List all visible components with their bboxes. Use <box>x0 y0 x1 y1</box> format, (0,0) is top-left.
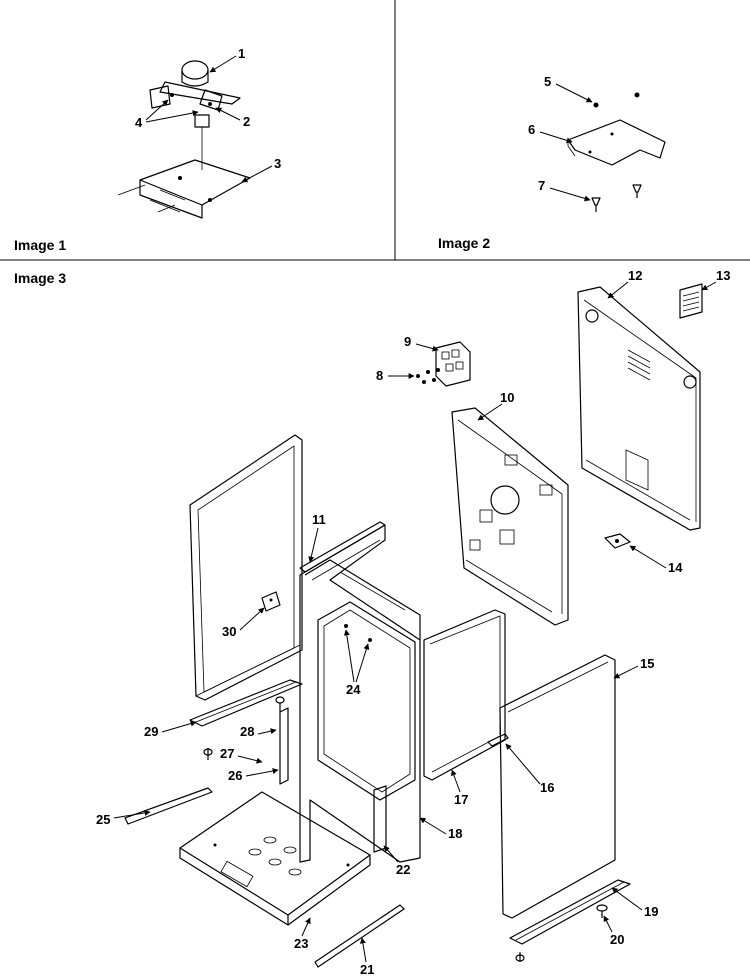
leader-19 <box>611 887 643 911</box>
leader-23 <box>301 917 311 937</box>
leader-26 <box>245 768 279 777</box>
leader-21 <box>359 937 367 963</box>
callout-3: 3 <box>274 156 281 171</box>
callout-28: 28 <box>240 724 254 739</box>
part-rail-25 <box>124 787 213 825</box>
leader-27 <box>237 755 263 764</box>
callout-29: 29 <box>144 724 158 739</box>
callout-10: 10 <box>500 390 514 405</box>
callout-13: 13 <box>716 268 730 283</box>
callout-25: 25 <box>96 812 110 827</box>
part-back-panel-12 <box>577 286 701 531</box>
leader-30 <box>239 607 265 631</box>
leader-24b <box>355 643 370 683</box>
image-1-parts: 1 2 3 4 <box>117 46 281 219</box>
leader-9 <box>415 343 439 352</box>
leader-3 <box>241 165 273 183</box>
leader-6 <box>539 131 573 144</box>
leader-14 <box>629 545 667 569</box>
leader-11 <box>308 527 319 563</box>
callout-21: 21 <box>360 962 374 977</box>
part-valve-assembly <box>149 60 241 170</box>
leader-28 <box>257 728 277 735</box>
callout-12: 12 <box>628 268 642 283</box>
panel-title-2: Image 2 <box>438 235 490 251</box>
callout-7: 7 <box>538 178 545 193</box>
leader-16 <box>505 743 541 785</box>
leader-18 <box>419 817 447 835</box>
part-front-frame-18 <box>299 524 421 863</box>
leader-17 <box>451 769 461 793</box>
leader-4a <box>145 99 169 121</box>
leader-15 <box>613 665 639 679</box>
part-side-panel-17 <box>423 609 506 781</box>
part-screws-8 <box>416 368 440 384</box>
callout-17: 17 <box>454 792 468 807</box>
leader-2 <box>215 107 241 121</box>
callout-5: 5 <box>544 74 551 89</box>
part-cover-plate-6 <box>567 119 666 166</box>
callout-19: 19 <box>644 904 658 919</box>
part-screws-24 <box>344 624 372 642</box>
callout-8: 8 <box>376 368 383 383</box>
callout-16: 16 <box>540 780 554 795</box>
leader-24a <box>343 629 355 683</box>
part-rail-29 <box>189 679 303 727</box>
leader-10 <box>477 403 503 421</box>
part-base-pan-23 <box>179 791 371 926</box>
leader-13 <box>701 281 717 291</box>
panel-title-3: Image 3 <box>14 270 66 286</box>
back-panel-vents <box>627 349 651 381</box>
part-screw-5 <box>593 92 640 108</box>
callout-18: 18 <box>448 826 462 841</box>
leader-7 <box>549 187 591 202</box>
leader-20 <box>603 915 613 933</box>
callout-9: 9 <box>404 334 411 349</box>
leader-4b <box>145 110 199 123</box>
callout-27: 27 <box>220 746 234 761</box>
part-bracket-3 <box>117 159 251 219</box>
part-switch-30 <box>261 591 281 612</box>
callout-30: 30 <box>222 624 236 639</box>
callout-15: 15 <box>640 656 654 671</box>
callout-26: 26 <box>228 768 242 783</box>
callout-14: 14 <box>668 560 683 575</box>
callout-6: 6 <box>528 122 535 137</box>
part-top-trim-11 <box>299 521 386 573</box>
callout-23: 23 <box>294 936 308 951</box>
part-bracket-22 <box>373 785 387 853</box>
part-screw-7 <box>591 184 642 212</box>
leader-25 <box>113 809 151 819</box>
part-bracket-26 <box>279 707 289 785</box>
callout-4: 4 <box>135 115 143 130</box>
leader-29 <box>161 720 197 733</box>
part-foot-20 <box>515 904 608 962</box>
leader-1 <box>209 55 237 73</box>
part-rear-wall-10 <box>451 407 569 626</box>
part-terminal-block-9 <box>435 341 471 387</box>
callout-24: 24 <box>346 682 361 697</box>
part-clip-14 <box>604 533 631 549</box>
part-rail-21 <box>314 904 405 968</box>
callout-1: 1 <box>238 46 245 61</box>
part-rail-19 <box>509 879 631 945</box>
callout-22: 22 <box>396 862 410 877</box>
image-3-parts: 8 9 10 11 12 13 14 15 16 17 18 19 20 21 … <box>96 268 730 977</box>
part-label-13 <box>679 283 703 319</box>
leader-12 <box>607 281 629 299</box>
part-side-panel-15 <box>499 654 616 919</box>
image-2-parts: 5 6 7 <box>528 74 666 212</box>
part-side-frame-29 <box>189 434 303 701</box>
callout-20: 20 <box>610 932 624 947</box>
panel-title-1: Image 1 <box>14 237 66 253</box>
callout-11: 11 <box>312 512 326 527</box>
callout-2: 2 <box>243 114 250 129</box>
leader-22 <box>383 845 399 863</box>
leader-5 <box>555 83 593 103</box>
part-leveler-27 <box>203 696 285 760</box>
part-hinge-16 <box>487 733 509 747</box>
